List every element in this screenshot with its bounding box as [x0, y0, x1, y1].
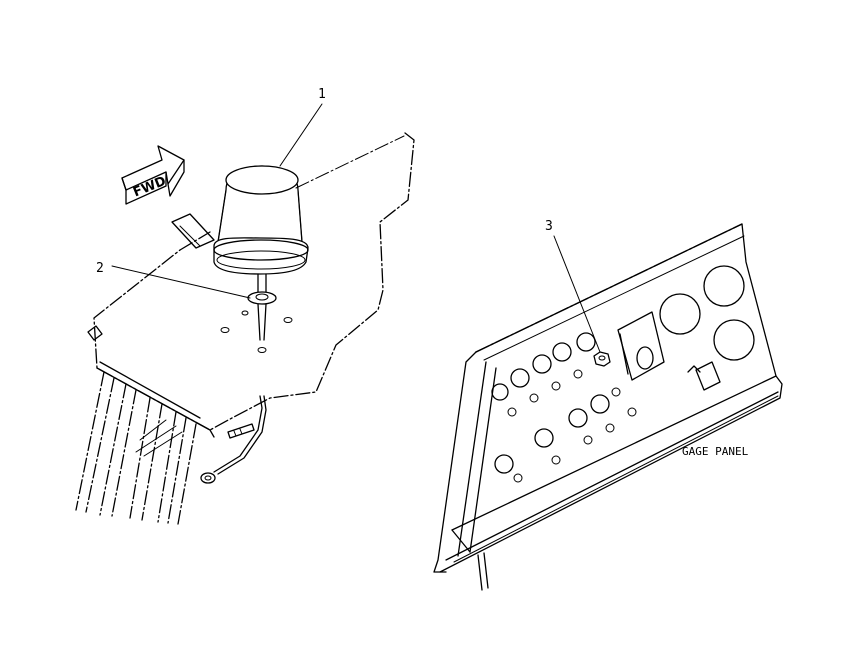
callout-3-label: 3 [545, 219, 553, 234]
callout-2: 2 [96, 261, 251, 299]
nut-icon [593, 351, 611, 367]
callout-1: 1 [279, 87, 405, 189]
gage-panel-assembly [433, 223, 783, 591]
callout-3: 3 [545, 219, 601, 353]
cab-roof-assembly [75, 132, 415, 525]
callout-2-label: 2 [96, 261, 104, 276]
callout-1-label: 1 [318, 87, 326, 102]
gage-panel-label: GAGE PANEL [682, 445, 749, 458]
forward-arrow: FWD [121, 145, 185, 205]
beacon-light-icon [213, 165, 309, 297]
grommet-icon [247, 291, 277, 341]
